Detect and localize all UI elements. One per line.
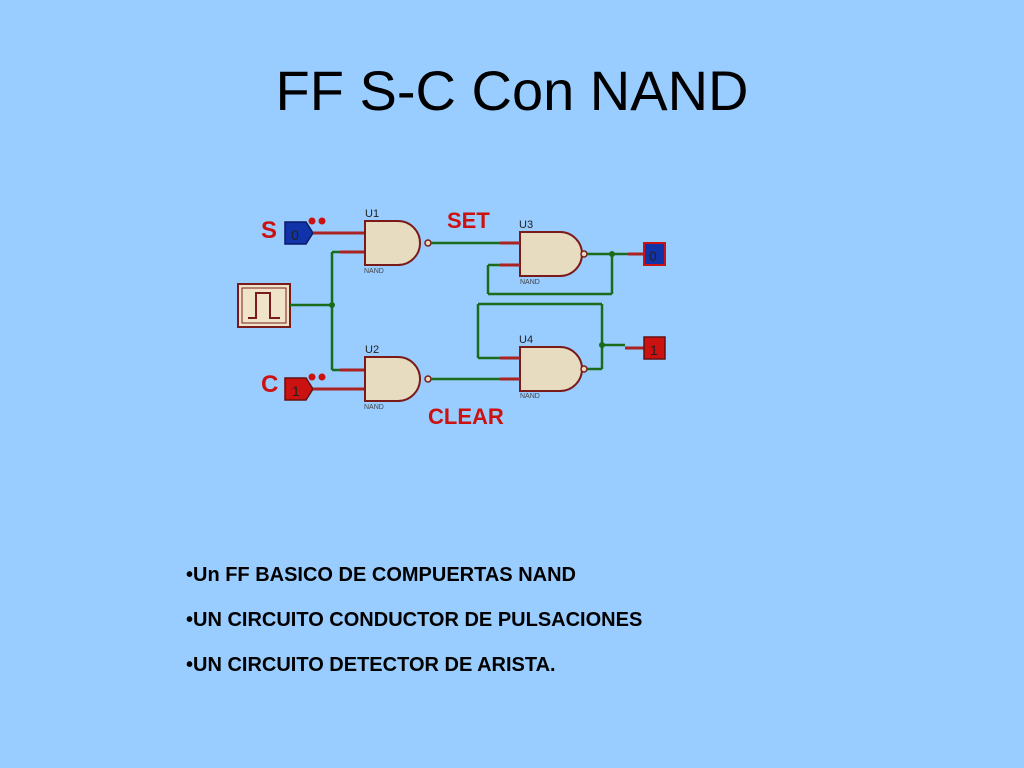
input-s-value: 0 <box>291 227 299 243</box>
gate-type-label: NAND <box>364 268 384 275</box>
nand-gate-u3[interactable]: U3 NAND <box>519 219 588 286</box>
gate-ref-label: U1 <box>365 208 379 220</box>
input-c-logic-state[interactable]: 1 <box>284 377 314 401</box>
gate-ref-label: U4 <box>519 334 533 346</box>
input-s-toggle-icon[interactable] <box>308 217 326 225</box>
output-probe-value: 0 <box>649 248 657 264</box>
bullet-list: •Un FF BASICO DE COMPUERTAS NAND •UN CIR… <box>186 563 642 698</box>
gate-type-label: NAND <box>364 404 384 411</box>
net-label-clear: CLEAR <box>428 404 504 429</box>
bullet-item: •UN CIRCUITO CONDUCTOR DE PULSACIONES <box>186 609 643 631</box>
gate-type-label: NAND <box>520 393 540 400</box>
clock-generator[interactable] <box>237 283 291 328</box>
input-c-value: 1 <box>292 383 300 399</box>
output-probe-value: 1 <box>650 342 658 358</box>
gate-type-label: NAND <box>520 279 540 286</box>
junction-dot <box>329 302 335 308</box>
input-c-toggle-icon[interactable] <box>308 373 326 381</box>
nand-gate-u1[interactable]: U1 NAND <box>364 208 432 275</box>
square-wave-icon <box>248 292 280 319</box>
input-s-logic-state[interactable]: 0 <box>284 221 314 245</box>
nand-gate-u4[interactable]: U4 NAND <box>519 334 588 400</box>
gate-ref-label: U2 <box>365 344 379 356</box>
input-c-label: C <box>261 371 278 398</box>
output-probe-top: 0 <box>643 242 666 266</box>
bullet-item: •Un FF BASICO DE COMPUERTAS NAND <box>186 564 576 586</box>
nand-gate-u2[interactable]: U2 NAND <box>364 344 432 411</box>
gate-ref-label: U3 <box>519 219 533 231</box>
input-s-label: S <box>261 217 277 244</box>
output-probe-bottom: 1 <box>643 336 666 360</box>
net-label-set: SET <box>447 208 490 233</box>
bullet-item: •UN CIRCUITO DETECTOR DE ARISTA. <box>186 654 556 676</box>
slide-title: FF S-C Con NAND <box>275 59 749 122</box>
